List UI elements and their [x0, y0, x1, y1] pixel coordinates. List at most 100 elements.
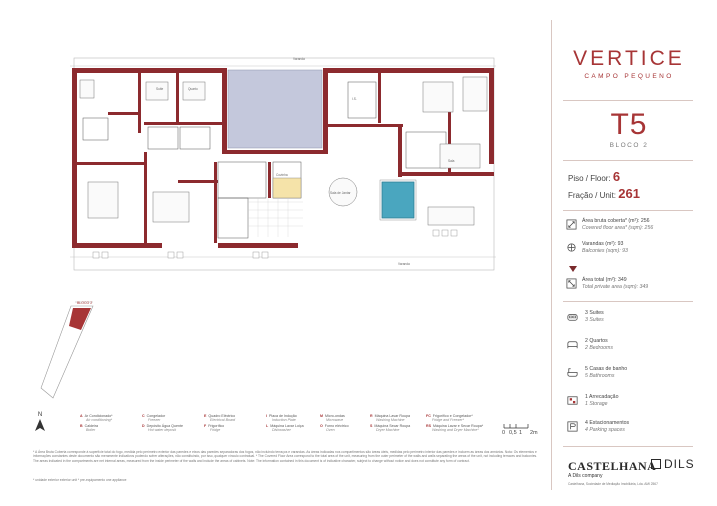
legend-label-en: Washing Machine: [376, 418, 405, 423]
suite-label: Suite: [156, 87, 163, 91]
legend-label-pt: Frigorífico: [208, 424, 225, 428]
legend-label-pt: Caldeira: [84, 424, 98, 428]
suites-en: 3 Suites: [585, 316, 604, 323]
kitchen-highlight: [272, 177, 302, 199]
brand-subtitle: CAMPO PEQUENO: [584, 73, 674, 80]
storage-en: 1 Storage: [585, 400, 608, 407]
legend-label-pt: Quadro Eléctrico: [208, 414, 236, 418]
legend-code: M: [320, 414, 323, 418]
legend-label-pt: Máquina Lavar Loiça: [270, 424, 304, 428]
scale-label-1: 1: [519, 430, 523, 436]
legend-label-en: Dishwasher: [272, 428, 291, 433]
legend-code: R: [370, 414, 373, 418]
floor-plan: Varanda Varanda Suite Quarto Sala Sala d…: [68, 52, 498, 272]
legend-label-en: Fridge and Freezer*: [432, 418, 464, 423]
scale-bar: 0 0,5 1 2m: [502, 417, 547, 439]
triangle-marker-icon: [569, 266, 577, 272]
divider-line: [563, 301, 693, 302]
parking-icon: [567, 421, 578, 432]
developer-name: CASTELHANA: [568, 459, 657, 473]
legend-code: A: [80, 414, 83, 418]
legend-label-pt: Depósito Água Quente: [146, 424, 183, 428]
scale-label-2m: 2m: [530, 430, 538, 436]
divider-line: [563, 160, 693, 161]
total-area-en: Total private area (sqm): 349: [582, 283, 649, 290]
partner-logo: DILS: [651, 457, 695, 471]
legend-code: O: [320, 424, 323, 428]
divider-line: [563, 446, 693, 447]
dining-label: Sala de Jantar: [330, 191, 351, 195]
legend-code: D: [142, 424, 145, 428]
bathrooms-en: 5 Bathrooms: [585, 372, 615, 379]
north-arrow-icon: [35, 419, 45, 431]
legend-label-pt: Micro-ondas: [325, 414, 345, 418]
north-arrow: N: [33, 412, 47, 434]
key-plan-unit: [69, 308, 91, 330]
scale-label-0: 0: [502, 430, 506, 436]
legend-label-en: Microwave: [326, 418, 344, 423]
bedroom-label: Quarto: [188, 87, 198, 91]
legend-code: F: [204, 424, 207, 428]
north-label: N: [37, 412, 43, 418]
suites-pt: 3 Suites: [585, 310, 604, 317]
living-label: Sala: [448, 159, 455, 163]
total-area-icon: [566, 278, 577, 289]
unit-label: Fração / Unit:: [568, 191, 617, 200]
partner-name: DILS: [664, 457, 695, 471]
legend-label-en: Fridge: [210, 428, 221, 433]
legend-code: C: [142, 414, 145, 418]
legend-label-pt: Ar Condicionado*: [84, 414, 113, 418]
storage-icon: [567, 396, 578, 405]
bedrooms-pt: 2 Quartos: [585, 338, 608, 345]
panel-divider: [551, 20, 552, 490]
total-area-pt: Área total (m²): 349: [582, 277, 627, 283]
covered-area-icon: [566, 219, 577, 230]
legend-label-en: Freezer: [148, 418, 161, 423]
legend-label-en: Hot water deposit: [148, 428, 176, 433]
legend-label-en: Boiler: [86, 428, 96, 433]
terrace-label-top: Varanda: [293, 57, 305, 61]
scale-bar-icon: [503, 424, 529, 429]
dils-icon: [651, 459, 661, 469]
developer-legal: Castelhana, Sociedade de Mediação Imobil…: [568, 482, 658, 486]
typology-block: T5 BLOCO 2: [556, 108, 702, 149]
terrace-label-bottom: Varanda: [398, 262, 410, 266]
furniture: [79, 76, 488, 226]
bathrooms-pt: 5 Casas de banho: [585, 366, 628, 373]
unit-info: Piso / Floor: 6 Fração / Unit: 261: [568, 169, 698, 203]
legend-label-pt: Máquina Secar Roupa: [374, 424, 411, 428]
legend-code: B: [80, 424, 83, 428]
covered-area-pt: Área bruta coberta* (m²): 256: [582, 218, 650, 224]
brand-logo: VERTICE CAMPO PEQUENO: [556, 47, 702, 80]
parking-en: 4 Parking spaces: [585, 426, 625, 433]
covered-area-en: Covered floor area* (sqm): 256: [582, 224, 654, 231]
legend-label-pt: Congelador: [146, 414, 166, 418]
floor-plan-drawing: Varanda Varanda Suite Quarto Sala Sala d…: [70, 57, 496, 271]
storage-pt: 1 Arrecadação: [585, 394, 619, 401]
floor-value: 6: [612, 169, 621, 184]
legend-label-en: Electrical Board: [210, 418, 236, 423]
balconies-en: Balconies (sqm): 93: [582, 247, 628, 254]
unit-value: 261: [618, 186, 640, 201]
typology-type: T5: [610, 108, 648, 141]
legend-label-pt: Frigorífico e Congelador*: [432, 414, 473, 418]
bathroom-label: I.S.: [352, 97, 357, 101]
key-plan: BLOCO 2: [33, 298, 113, 410]
exterior-walls: [72, 68, 494, 248]
void-patio: [227, 69, 323, 149]
